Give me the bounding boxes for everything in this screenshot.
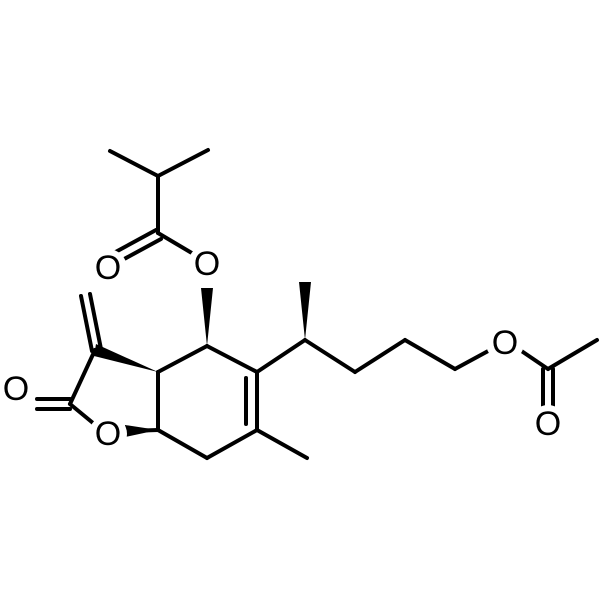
bond-c3-c2 [68, 348, 97, 406]
wedge-c3a-to-c3 [94, 344, 158, 372]
bond-layer [35, 148, 599, 460]
bond-acetate-methyl [546, 338, 599, 371]
wedge-layer [94, 282, 311, 437]
bond-c2-ring-oxygen [68, 402, 95, 425]
atom-ester-oxygen: O [188, 245, 226, 283]
bond-c4-c5 [205, 344, 259, 374]
bond-c6-c7 [205, 428, 259, 460]
atom-bg [486, 324, 524, 362]
atom-bg [0, 370, 35, 408]
wedge-c4-to-ester-oxygen [201, 288, 213, 346]
bond-methylene-double-2 [88, 292, 103, 351]
atom-bg [188, 245, 226, 283]
bond-isopropyl-methyl-right [156, 148, 210, 178]
atom-bg [529, 405, 567, 443]
atom-lactone-carbonyl-oxygen: O [0, 370, 35, 408]
bond-ester-carbonyl-double-1 [108, 228, 158, 257]
atom-ester-carbonyl-oxygen: O [89, 249, 127, 287]
bond-acetate-oxygen-carbonyl [518, 348, 550, 371]
bond-methylene-double-1 [79, 294, 94, 353]
bond-ring-methyl [255, 428, 309, 460]
wedge-sidechain-methyl [299, 282, 311, 340]
atom-lactone-ring-oxygen: O [89, 415, 127, 453]
bond-sidechain-oxygen [453, 348, 492, 371]
atom-acetate-oxygen: O [486, 324, 524, 362]
atom-acetate-carbonyl-oxygen: O [529, 405, 567, 443]
atom-label-o: O [194, 245, 220, 283]
atom-label-o: O [492, 324, 518, 362]
bond-sidechain-2 [353, 338, 407, 374]
bond-ring-to-sidechain [255, 338, 307, 374]
bond-isopropyl-methyl-left [108, 149, 160, 178]
atom-bg [89, 249, 127, 287]
atom-label-layer: O O O O O O [0, 245, 567, 453]
atom-label-o: O [95, 415, 121, 453]
bond-sidechain-3 [403, 338, 457, 371]
atom-label-o: O [535, 405, 561, 443]
bond-c3a-c4 [156, 344, 209, 374]
atom-bg [89, 415, 127, 453]
atom-label-o: O [3, 370, 29, 408]
atom-label-o: O [95, 249, 121, 287]
wedge-c7a-to-ring-oxygen [125, 425, 158, 437]
bond-c7-c7a [156, 428, 209, 460]
bond-sidechain-1 [303, 338, 357, 374]
